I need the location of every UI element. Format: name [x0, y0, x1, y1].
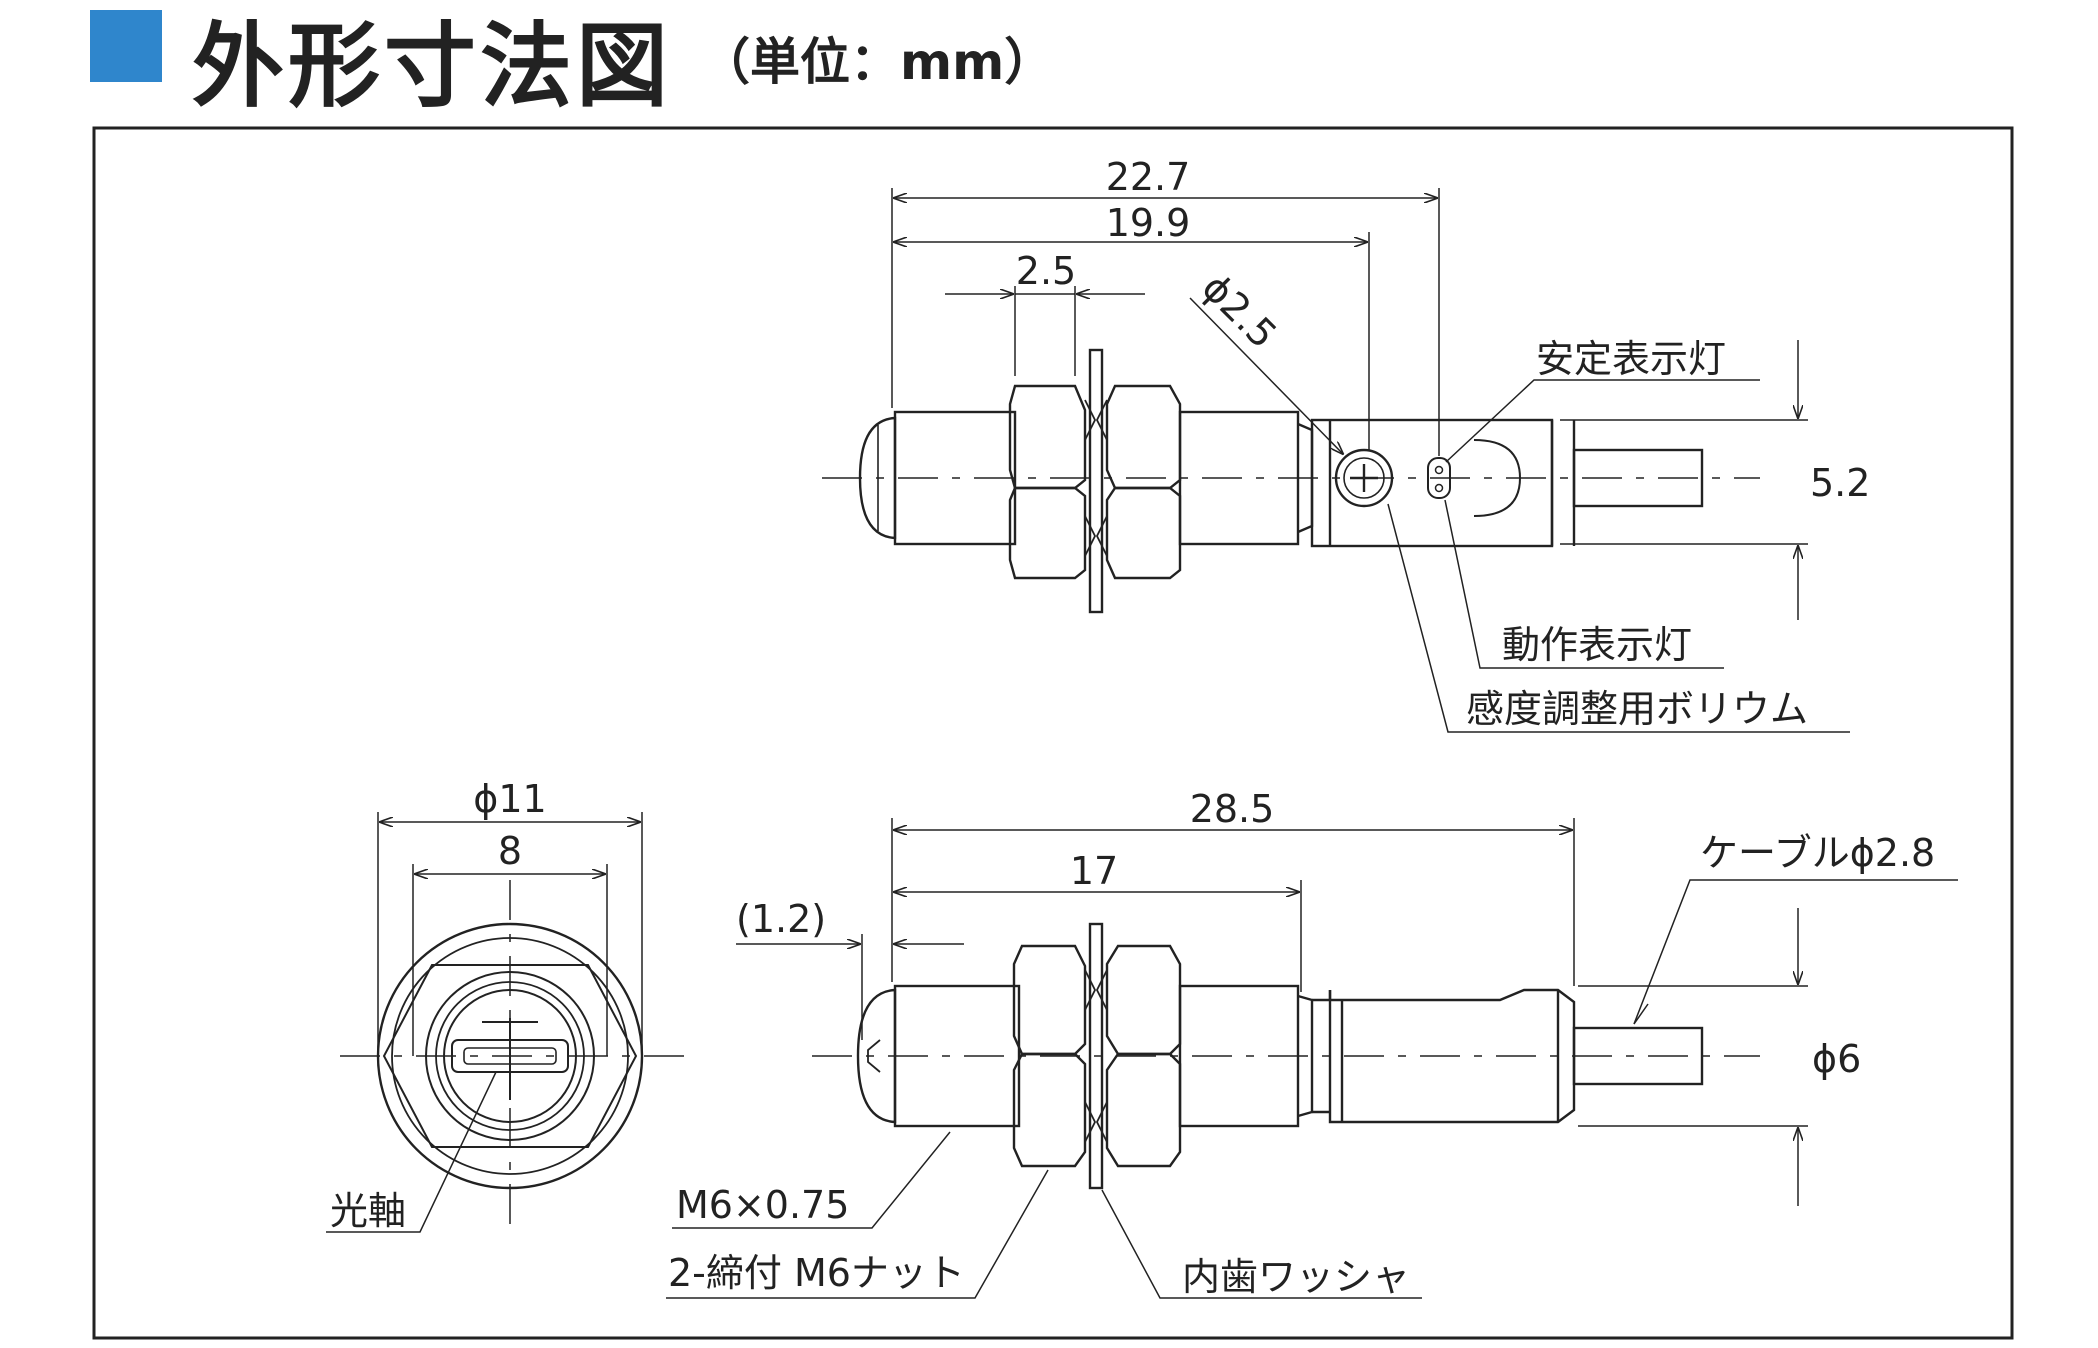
top-view	[822, 348, 1760, 614]
label-thread: M6×0.75	[676, 1183, 849, 1227]
dim-side-thread: 17	[1070, 849, 1118, 893]
page-title: 外形寸法図	[192, 13, 673, 120]
label-operation-lamp: 動作表示灯	[1502, 623, 1692, 667]
dim-side-diameter: ϕ6	[1812, 1037, 1861, 1081]
unit-label: （単位：mm）	[700, 33, 1055, 91]
top-view-dimensions	[891, 188, 1850, 733]
title-marker-square	[90, 10, 162, 82]
front-view	[340, 880, 684, 1228]
dim-top-total: 22.7	[1106, 155, 1191, 199]
label-optical-axis: 光軸	[330, 1189, 406, 1233]
side-view-dimensions	[666, 818, 1958, 1299]
label-stable-lamp: 安定表示灯	[1536, 337, 1726, 381]
dim-side-total: 28.5	[1190, 787, 1275, 831]
front-view-dimensions	[326, 812, 643, 1233]
dim-side-tip: (1.2)	[736, 897, 826, 941]
label-sensitivity-volume: 感度調整用ボリウム	[1466, 687, 1808, 731]
dim-side-cable: ケーブルϕ2.8	[1700, 831, 1935, 875]
side-view	[812, 922, 1760, 1190]
dim-top-body: 19.9	[1106, 201, 1191, 245]
label-washer: 内歯ワッシャ	[1182, 1255, 1410, 1299]
drawing-frame	[92, 126, 2014, 1340]
header: 外形寸法図 （単位：mm）	[0, 0, 2098, 120]
dim-top-nut: 2.5	[1016, 249, 1076, 293]
dim-top-phi-volume: ϕ2.5	[1194, 265, 1286, 357]
dim-front-inner: 8	[498, 829, 522, 873]
dim-top-height: 5.2	[1810, 461, 1870, 505]
dim-front-outer: ϕ11	[473, 777, 546, 821]
label-nut: 2-締付 M6ナット	[668, 1251, 965, 1295]
